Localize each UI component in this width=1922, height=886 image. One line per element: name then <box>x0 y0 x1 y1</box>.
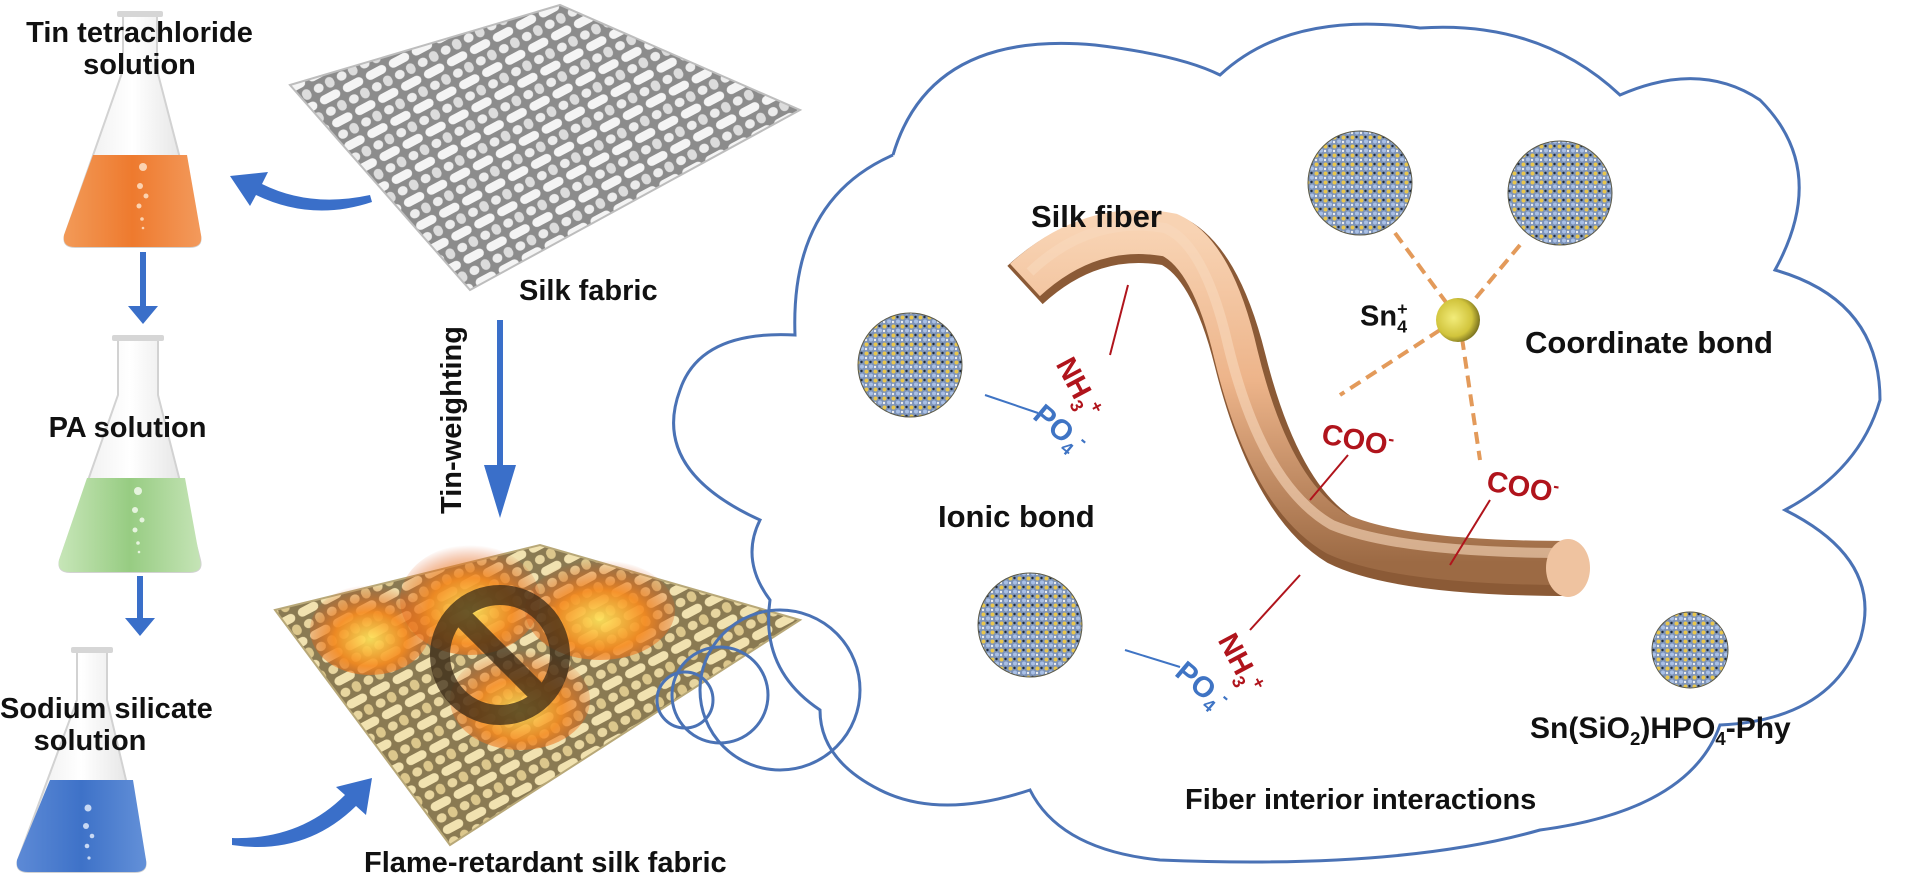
flow-arrows <box>125 172 516 847</box>
nanoparticle <box>857 312 963 418</box>
flask-pa <box>58 335 202 573</box>
tin-ion-label: Sn4+ <box>1360 299 1408 337</box>
arrow-flask1-to-flask2 <box>128 252 158 324</box>
silk-fabric-image <box>288 3 803 292</box>
flask-label-line: Tin tetrachloride <box>26 17 253 49</box>
coordinate-bonds <box>1338 231 1522 461</box>
no-fire-icon <box>430 585 570 725</box>
ionic-bonds <box>984 284 1491 668</box>
formula-part: Sn(SiO <box>1530 712 1631 745</box>
flask-label-line: PA solution <box>48 412 207 444</box>
nanoparticles <box>857 130 1729 689</box>
coordinate-bond-label: Coordinate bond <box>1525 325 1773 360</box>
arrow-tin-weighting <box>484 320 516 518</box>
cloud-outline <box>672 22 1882 864</box>
zoom-circles <box>655 608 862 772</box>
flask-label-line: solution <box>83 48 196 81</box>
flask-tin-tetrachloride <box>63 11 202 248</box>
nanoparticle <box>1507 140 1613 246</box>
tin-ion-subscript: 4 <box>1397 316 1408 337</box>
arrow-flask2-to-flask3 <box>125 576 155 636</box>
silk-fiber <box>1007 210 1590 597</box>
flame-retardant-fabric-label: Flame-retardant silk fabric <box>364 847 727 879</box>
arrow-fabric-to-flask1 <box>230 172 372 211</box>
formula-subscript: 2 <box>1630 728 1641 749</box>
tin-ion-base: Sn <box>1360 300 1398 333</box>
silk-fabric-label: Silk fabric <box>519 275 658 307</box>
fiber-interior-interactions-title: Fiber interior interactions <box>1185 784 1537 816</box>
tin-ion-sphere <box>1436 298 1480 342</box>
nanoparticle <box>1651 611 1729 689</box>
flame-retardant-fabric-image <box>273 543 803 847</box>
ionic-bond-label: Ionic bond <box>938 499 1095 534</box>
tin-weighting-label: Tin-weighting <box>436 326 469 514</box>
nanoparticle <box>1307 130 1413 236</box>
flask-label-tin-tetrachloride: Tin tetrachloride solution <box>2 17 277 82</box>
flask-label-line: solution <box>33 724 147 757</box>
formula-part: -Phy <box>1725 712 1791 745</box>
flask-label-line: Sodium silicate <box>0 693 213 725</box>
flask-label-pa: PA solution <box>20 412 235 445</box>
formula-part: )HPO <box>1640 712 1716 745</box>
nanoparticle-label: Sn(SiO2)HPO4-Phy <box>1530 712 1791 749</box>
tin-ion-superscript: + <box>1397 299 1408 319</box>
nanoparticle <box>977 572 1083 678</box>
flask-label-sodium-silicate: Sodium silicate solution <box>0 693 213 758</box>
arrow-flask3-to-product <box>232 778 372 847</box>
silk-fiber-label: Silk fiber <box>1031 199 1162 234</box>
formula-subscript: 4 <box>1715 728 1726 749</box>
flask-sodium-silicate <box>16 647 147 873</box>
